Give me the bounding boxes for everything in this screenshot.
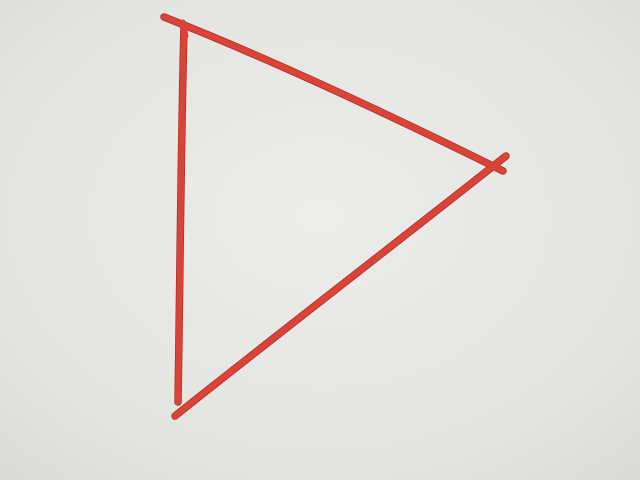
triangle-drawing: [160, 13, 510, 420]
triangle-top-left-overlap: [180, 19, 189, 39]
triangle-top-edge: [161, 14, 506, 174]
triangle-left-edge: [175, 25, 187, 405]
triangle-right-edge: [172, 153, 509, 419]
